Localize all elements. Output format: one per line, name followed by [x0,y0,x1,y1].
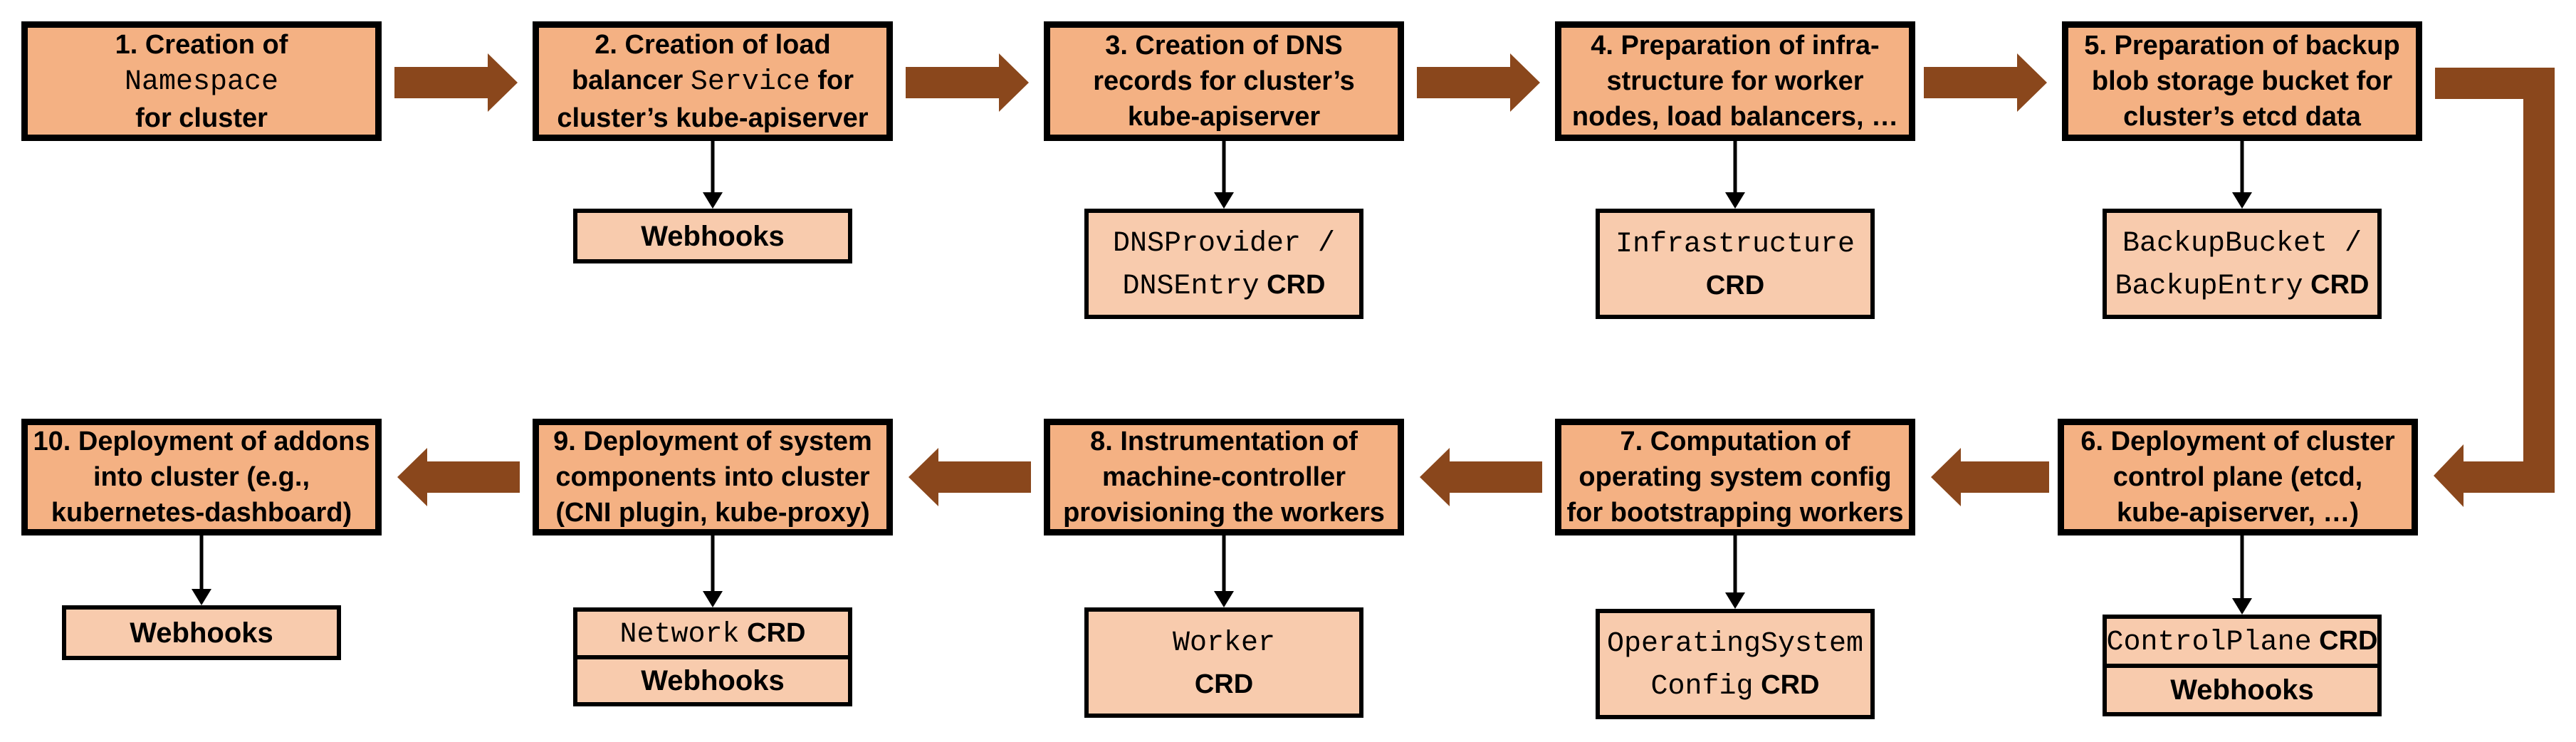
connector-step6-controlplane-crd-head [2232,598,2252,615]
text-line: BackupBucket / [2122,227,2362,260]
text-line: ControlPlane CRD [2106,625,2378,659]
text-line: Webhooks [2170,674,2314,706]
text-line: BackupEntry CRD [2115,269,2370,303]
text-line: DNSEntry CRD [1122,269,1326,303]
text-line: 8. Instrumentation of [1090,427,1358,456]
step-9-box: 9. Deployment of system components into c… [533,419,893,535]
text-line: into cluster (e.g., [93,462,310,492]
text-line: (CNI plugin, kube-proxy) [555,498,870,528]
text-line: CRD [1194,669,1254,699]
text-line: Webhooks [641,220,785,252]
step-1-box: 1. Creation of Namespace for cluster [21,21,382,141]
text-line: Config CRD [1650,669,1820,703]
step-5-box: 5. Preparation of backup blob storage buc… [2062,21,2422,141]
connector-step2-webhooks-head [703,192,723,209]
step-3-dnsprovider-dnsentry-crd-box: DNSProvider / DNSEntry CRD [1084,209,1363,319]
text-line: 5. Preparation of backup [2084,31,2400,61]
connector-step8-worker-crd-head [1214,591,1234,607]
text-line: 6. Deployment of cluster [2080,427,2395,456]
text-line: records for cluster’s [1093,66,1355,96]
step-8-box: 8. Instrumentation of machine-controller p… [1044,419,1404,535]
flow-arrow-step4-step5 [1924,53,2047,112]
connector-step5-backup-crd-head [2232,192,2252,209]
text-line: blob storage bucket for [2091,66,2393,96]
text-line: for bootstrapping workers [1566,498,1904,528]
connector-step10-webhooks-head [192,589,211,605]
text-line: operating system config [1578,462,1892,492]
step-6-controlplane-crd-box: ControlPlane CRD [2103,615,2382,668]
flow-arrow-step2-step3 [906,53,1029,112]
text-line: cluster’s kube-apiserver [557,103,869,133]
flow-arrow-step8-step9 [909,448,1031,506]
flow-arrow-step1-step2 [394,53,518,112]
text-line: provisioning the workers [1063,498,1385,528]
text-line: Webhooks [641,665,785,696]
text-line: 3. Creation of DNS [1105,31,1343,61]
text-line: 4. Preparation of infra- [1591,31,1880,61]
connector-step3-dns-crd-head [1214,192,1234,209]
text-line: nodes, load balancers, … [1571,102,1899,132]
text-line: Worker [1172,627,1276,659]
step-2-webhooks-box: Webhooks [573,209,852,263]
text-line: balancer Service for [571,65,854,98]
text-line: 10. Deployment of addons [33,427,370,456]
step-10-webhooks-box: Webhooks [62,605,341,660]
flow-arrow-step7-step8 [1420,448,1542,506]
text-line: Webhooks [130,617,273,649]
text-line: Infrastructure [1615,229,1855,261]
step-7-box: 7. Computation of operating system config… [1555,419,1915,535]
flow-arrow-step5-step6-elbow [2434,68,2555,507]
flow-arrow-step3-step4 [1417,53,1540,112]
text-line: 9. Deployment of system [553,427,872,456]
connector-step4-infrastructure-crd-head [1725,192,1745,209]
text-line: cluster’s etcd data [2123,102,2361,132]
flow-arrow-step6-step7 [1931,448,2049,506]
step-6-box: 6. Deployment of cluster control plane (e… [2058,419,2418,535]
text-line: OperatingSystem [1606,627,1864,660]
connector-step9-network-crd-head [703,591,723,607]
step-10-box: 10. Deployment of addons into cluster (e.… [21,419,382,535]
text-line: components into cluster [555,462,870,492]
text-line: for cluster [135,103,268,133]
text-line: 2. Creation of load [595,29,831,60]
text-line: structure for worker [1606,66,1864,96]
step-2-box: 2. Creation of load balancer Service for c… [533,21,893,141]
text-line: control plane (etcd, [2112,462,2363,492]
flow-arrow-step9-step10 [397,448,520,506]
text-line: kube-apiserver, …) [2116,498,2360,528]
text-line: kube-apiserver [1127,102,1321,132]
connector-step7-osc-crd-head [1725,592,1745,609]
text-line: kubernetes-dashboard) [51,498,352,528]
step-3-box: 3. Creation of DNS records for cluster’s k… [1044,21,1404,141]
step-5-backupbucket-backupentry-crd-box: BackupBucket / BackupEntry CRD [2103,209,2382,319]
text-line: machine-controller [1101,462,1346,492]
text-line: DNSProvider / [1112,227,1336,260]
text-line: CRD [1705,271,1765,301]
text-line: 1. Creation of [115,29,288,60]
step-4-box: 4. Preparation of infra-structure for wo… [1555,21,1915,141]
text-line: 7. Computation of [1620,427,1850,456]
step-9-webhooks-box: Webhooks [573,655,852,706]
text-line: Namespace [124,66,279,98]
text-line: Network CRD [619,617,806,651]
step-6-webhooks-box: Webhooks [2103,664,2382,716]
step-9-network-crd-box: Network CRD [573,607,852,659]
